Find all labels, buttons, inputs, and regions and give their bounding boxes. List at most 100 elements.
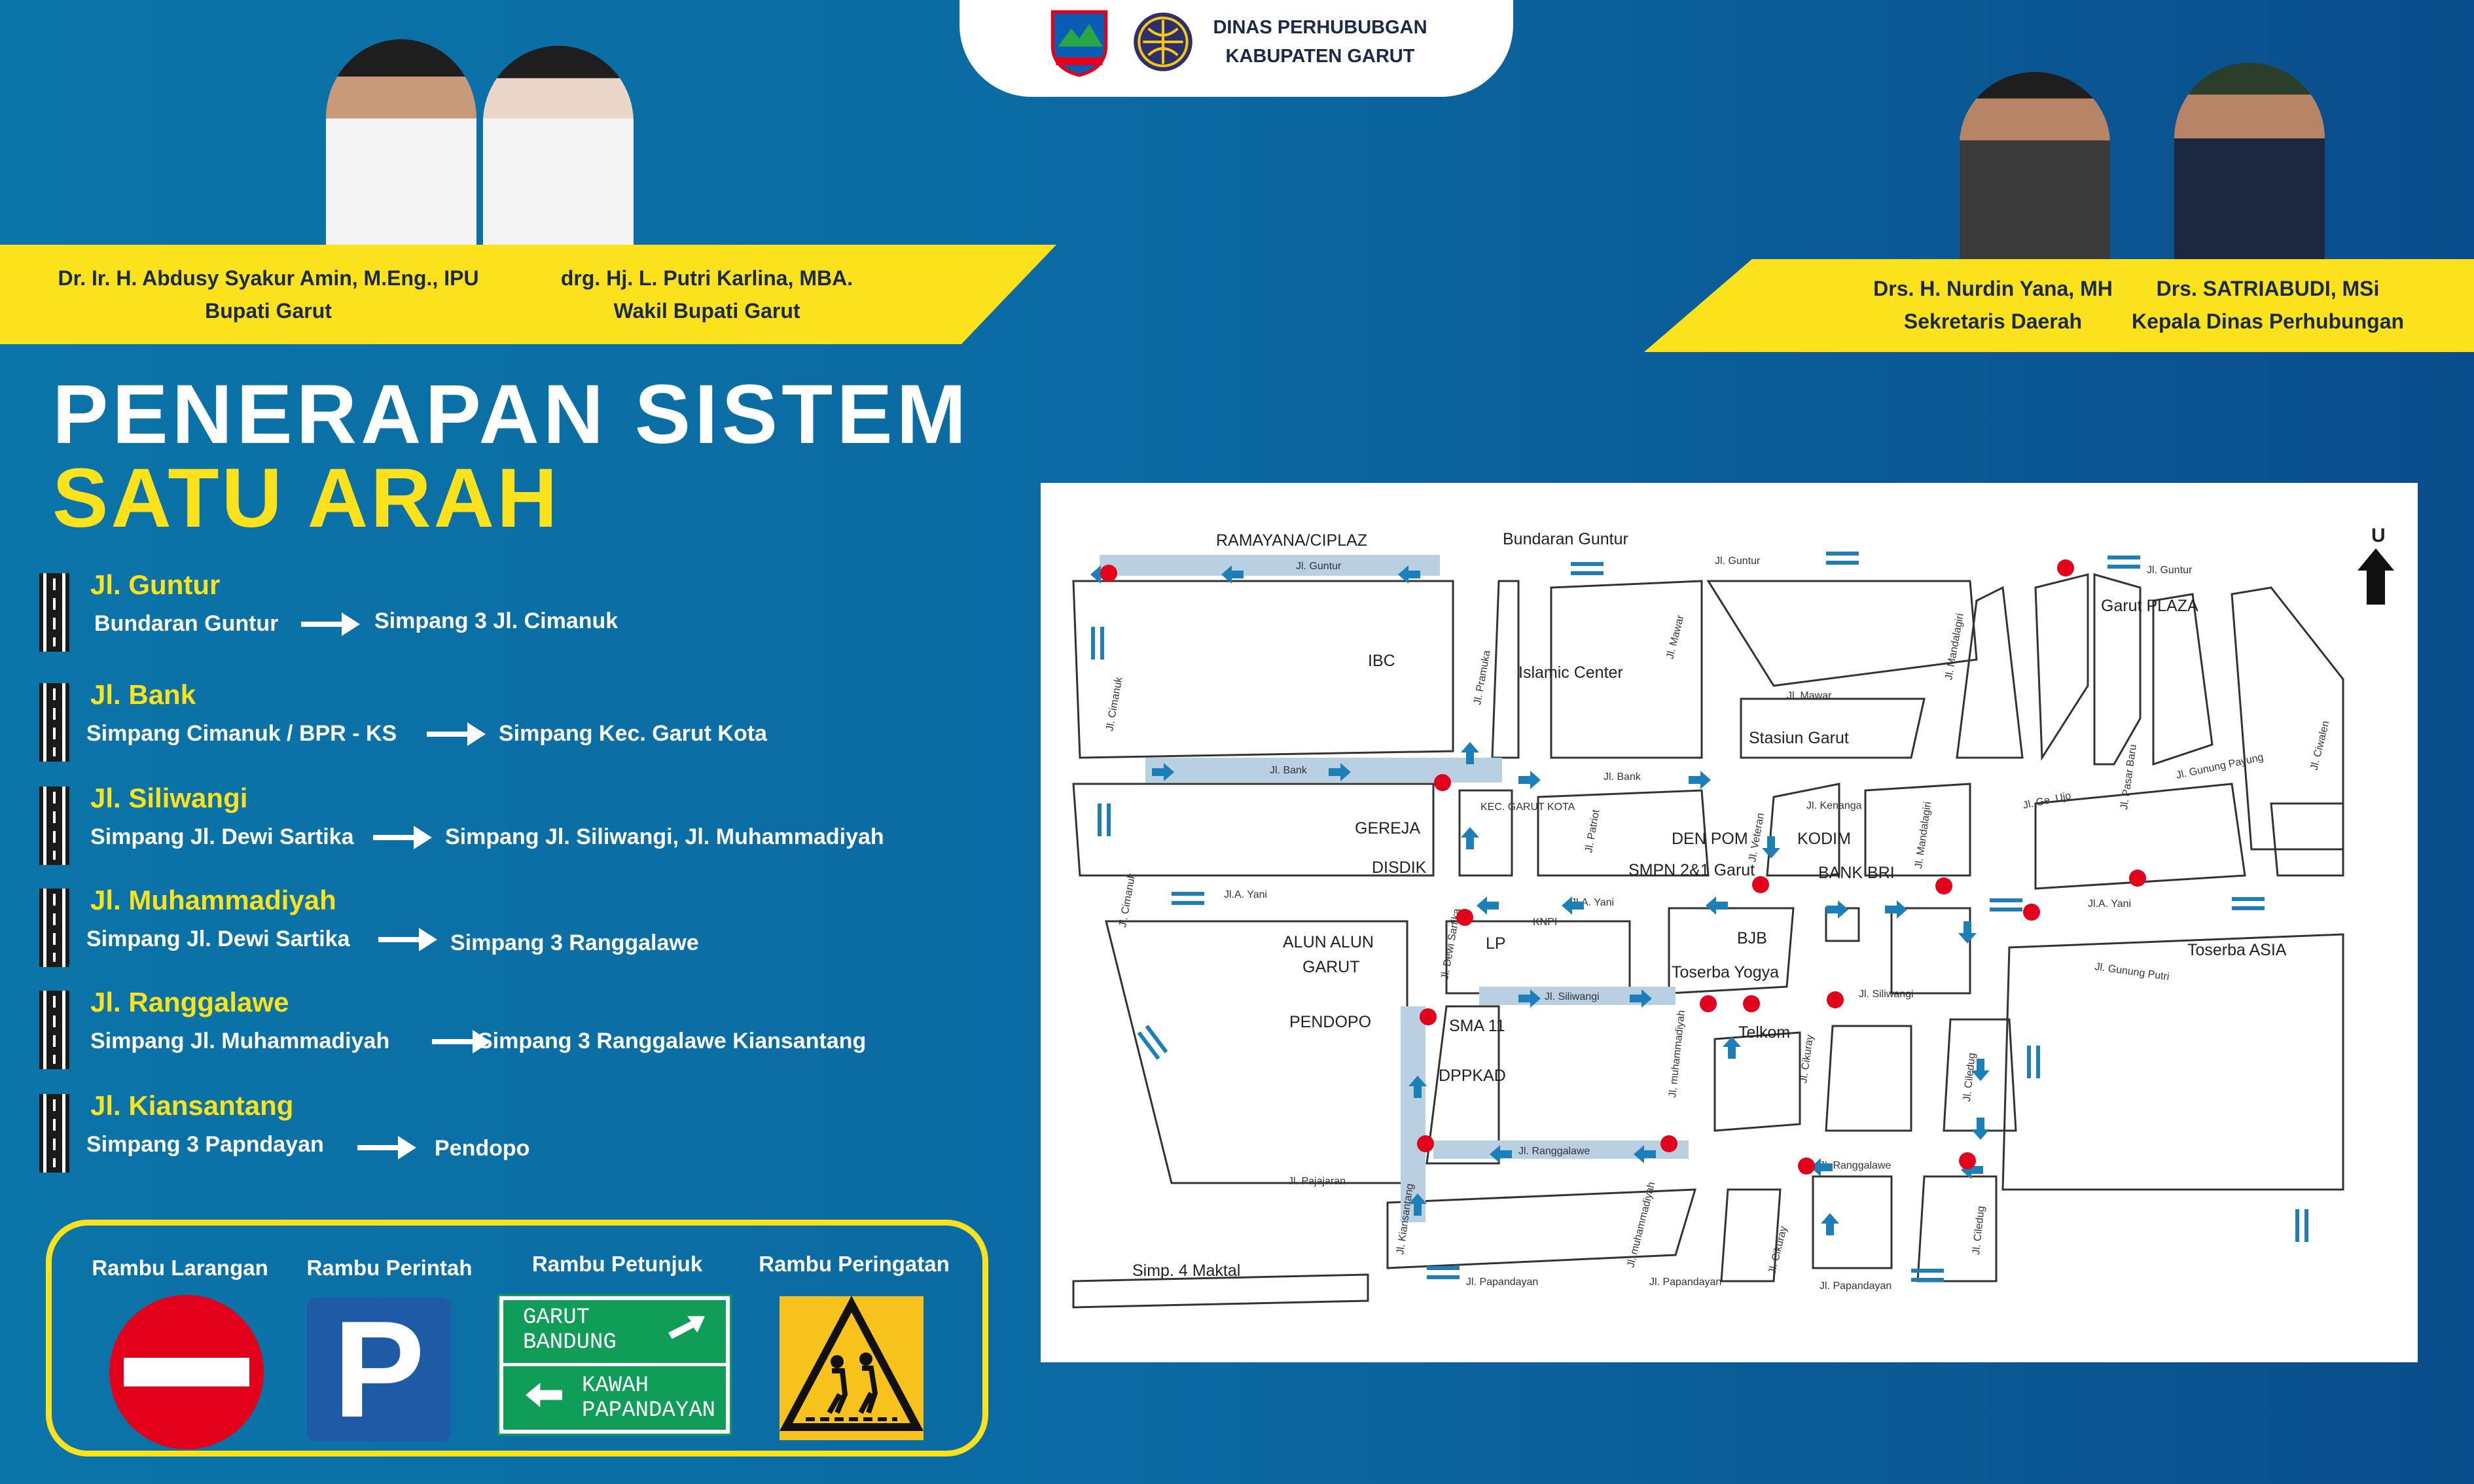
direction-sign-icon: GARUT BANDUNG KAWAH PAPANDAYAN [497, 1294, 732, 1436]
street-pasarbaru: Jl. Pasar Baru [2119, 744, 2139, 811]
official-name: drg. Hj. L. Putri Karlina, MBA. [560, 266, 853, 290]
map-two-way-arrow [1571, 562, 1604, 575]
map-label-bundaran: Bundaran Guntur [1503, 530, 1628, 548]
map-label-islamic: Islamic Center [1518, 663, 1623, 682]
street-guntur-1: Jl. Guntur [1296, 561, 1342, 572]
map-arrow [1689, 771, 1711, 789]
map-no-entry-icon [1700, 995, 1717, 1012]
map-arrow [1329, 763, 1351, 781]
officials-right-banner [1644, 259, 2474, 352]
map-arrow [1461, 742, 1479, 764]
map-arrow [1562, 896, 1584, 915]
route-road: Jl. Siliwangi [90, 783, 248, 813]
arrow-right-icon [432, 1030, 491, 1053]
route-to: Simpang 3 Ranggalawe [450, 930, 699, 955]
map-two-way-arrow [2295, 1209, 2308, 1242]
street-veteran: Jl. Veteran [1747, 812, 1766, 862]
north-arrow-icon [2357, 548, 2394, 605]
map-arrow [1971, 1118, 1990, 1140]
map-no-entry-icon [1752, 876, 1769, 893]
road-strip-icon [39, 1094, 69, 1173]
map-two-way-arrow [1091, 627, 1104, 660]
map-arrow [1152, 763, 1174, 781]
org-name: DINAS PERHUBUBGAN KABUPATEN GARUT [1213, 13, 1427, 71]
street-gajah: Jl. Ge. Ujo [2022, 790, 2072, 811]
route-road: Jl. Guntur [90, 569, 221, 600]
route-from: Simpang Jl. Muhammadiyah [90, 1029, 390, 1053]
map-label-gereja: GEREJA [1355, 819, 1420, 838]
map-no-entry-icon [1827, 991, 1844, 1008]
map-arrow [1398, 565, 1420, 584]
street-mawar-1: Jl. Mawar [1787, 690, 1832, 701]
road-strip-icon [39, 889, 69, 967]
map-no-entry-icon [1959, 1152, 1976, 1169]
map-two-way-arrow [1172, 892, 1204, 905]
street-muhammadiyah-1: Jl. muhammadiyah [1667, 1010, 1687, 1098]
map-street-labels: Jl. Guntur Jl. Guntur Jl. Guntur Jl. Ban… [1104, 556, 2331, 1292]
garut-regency-emblem-icon [1051, 10, 1108, 77]
map-no-entry-icon [1100, 565, 1117, 582]
route-to: Simpang Kec. Garut Kota [499, 721, 767, 746]
map-arrow [1971, 1059, 1990, 1081]
map-two-way-arrow [1990, 898, 2022, 911]
map-label-ramayana: RAMAYANA/CIPLAZ [1216, 531, 1367, 550]
street-bank-2: Jl. Bank [1604, 771, 1641, 783]
title-line-1: PENERAPAN SISTEM [52, 368, 971, 461]
map-arrow [1461, 827, 1479, 849]
org-line-2: KABUPATEN GARUT [1225, 46, 1415, 67]
map-arrow [1821, 1213, 1839, 1235]
map-no-entry-icon [1660, 1135, 1677, 1152]
map-labels: RAMAYANA/CIPLAZ Bundaran Guntur IBC Isla… [1132, 530, 2287, 1280]
map-label-telkom: Telkom [1738, 1023, 1790, 1042]
map-no-entry-icon [1798, 1157, 1815, 1175]
street-ayani-3: Jl.A. Yani [2088, 898, 2131, 910]
map-no-entry-icon [1417, 1135, 1434, 1152]
map-two-way-arrow [2232, 897, 2265, 910]
street-gunungpayung: Jl. Gunung Payung [2175, 752, 2265, 781]
arrow-up-right-icon [668, 1316, 706, 1339]
map-no-entry-icon [1456, 909, 1473, 926]
map-canvas: RAMAYANA/CIPLAZ Bundaran Guntur IBC Isla… [1072, 525, 2394, 1309]
map-label-bjb: BJB [1737, 929, 1767, 947]
map-label-bri: BANK BRI [1818, 864, 1895, 882]
street-papandayan-2: Jl. Papandayan [1649, 1277, 1721, 1288]
route-from: Simpang Cimanuk / BPR - KS [86, 721, 397, 746]
street-papandayan-3: Jl. Papandayan [1820, 1281, 1891, 1292]
no-entry-markers [1100, 559, 2146, 1175]
street-patriot: Jl. Patriot [1583, 809, 1602, 854]
route-item-bank: Jl. Bank Simpang Cimanuk / BPR - KS Simp… [39, 679, 1021, 764]
one-way-route-map: RAMAYANA/CIPLAZ Bundaran Guntur IBC Isla… [1041, 483, 2418, 1362]
official-name: Dr. Ir. H. Abdusy Syakur Amin, M.Eng., I… [58, 266, 479, 290]
wakil-bupati-photo [483, 46, 634, 247]
road-strip-icon [39, 991, 69, 1069]
pedestrian-crossing-sign-icon [780, 1296, 923, 1440]
map-label-plaza: Garut PLAZA [2101, 597, 2198, 615]
bupati-photo [326, 39, 476, 247]
map-label-denpom: DEN POM [1672, 830, 1748, 848]
route-road: Jl. Bank [90, 679, 196, 710]
route-to: Pendopo [435, 1136, 530, 1161]
north-arrow: U [2357, 525, 2394, 605]
map-no-entry-icon [1434, 774, 1451, 791]
direction-bottom-line1: KAWAH [582, 1373, 649, 1398]
route-item-kiansantang: Jl. Kiansantang Simpang 3 Papndayan Pend… [39, 1090, 1021, 1175]
official-title: Sekretaris Daerah [1903, 309, 2083, 333]
route-road: Jl. Kiansantang [90, 1090, 294, 1121]
two-way-arrows [1091, 552, 2308, 1282]
title-line-2: SATU ARAH [52, 451, 560, 545]
map-label-ibc: IBC [1368, 652, 1395, 670]
map-arrow [1706, 896, 1728, 915]
route-to: Simpang 3 Jl. Cimanuk [374, 609, 618, 633]
route-from: Simpang 3 Papndayan [86, 1132, 324, 1157]
officials-left-banner [0, 245, 1056, 344]
route-to: Simpang 3 Ranggalawe Kiansantang [478, 1029, 867, 1053]
legend-label-larangan: Rambu Larangan [92, 1256, 268, 1280]
legend-label-perintah: Rambu Perintah [306, 1256, 473, 1280]
map-two-way-arrow [1098, 804, 1111, 836]
street-pramuka: Jl. Pramuka [1472, 649, 1492, 705]
map-label-smpn: SMPN 2&1 Garut [1628, 861, 1755, 879]
kadishub-photo [2174, 63, 2325, 262]
map-two-way-arrow [2027, 1046, 2040, 1078]
street-ciwalen: Jl. Ciwalen [2308, 720, 2331, 771]
map-arrow [1477, 896, 1499, 915]
